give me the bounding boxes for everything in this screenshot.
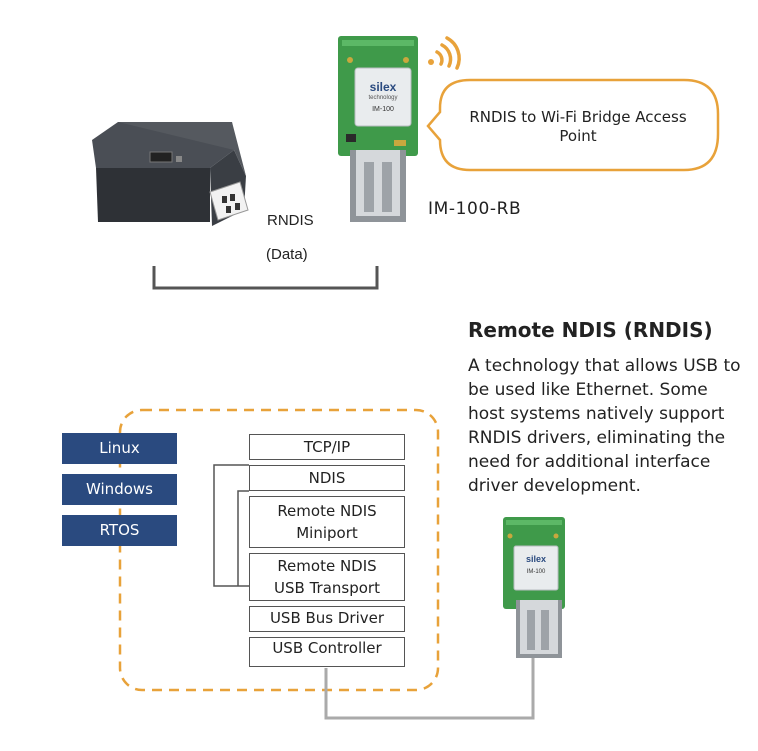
link-label: RNDIS [267, 212, 314, 229]
os-box-linux: Linux [62, 433, 177, 464]
ndis-connector-inner [237, 490, 249, 586]
host-box [118, 408, 440, 692]
stack-layer-rndis-usb-transport: Remote NDIS USB Transport [249, 553, 405, 601]
dongle-label: IM-100-RB [428, 199, 522, 219]
stack-layer-ndis: NDIS [249, 465, 405, 491]
stack-layer-tcpip: TCP/IP [249, 434, 405, 460]
link-sublabel: (Data) [266, 246, 308, 263]
module-brand-sub: technology [368, 95, 398, 101]
module-model: IM-100 [372, 106, 394, 113]
module-model-small: IM-100 [526, 569, 546, 575]
wifi-icon [428, 36, 461, 70]
os-box-windows: Windows [62, 474, 177, 505]
stack-layer-usb-bus-driver: USB Bus Driver [249, 606, 405, 632]
link-bracket [152, 266, 379, 290]
stack-layer-rndis-miniport: Remote NDIS Miniport [249, 496, 405, 548]
usb-dongle-small-icon [503, 517, 565, 658]
usb-cable [324, 656, 535, 720]
usb-dongle-icon [338, 36, 418, 222]
printer-icon [92, 122, 249, 226]
module-brand-small: silex [525, 554, 547, 564]
description-title: Remote NDIS (RNDIS) [468, 318, 713, 342]
os-box-rtos: RTOS [62, 515, 177, 546]
module-brand: silex [369, 80, 397, 94]
bubble-text: RNDIS to Wi-Fi Bridge Access Point [469, 108, 687, 145]
ndis-connector-outer [213, 464, 249, 587]
speech-bubble [426, 78, 720, 172]
stack-layer-usb-controller: USB Controller [249, 637, 405, 667]
description-body: A technology that allows USB to be used … [468, 356, 741, 496]
